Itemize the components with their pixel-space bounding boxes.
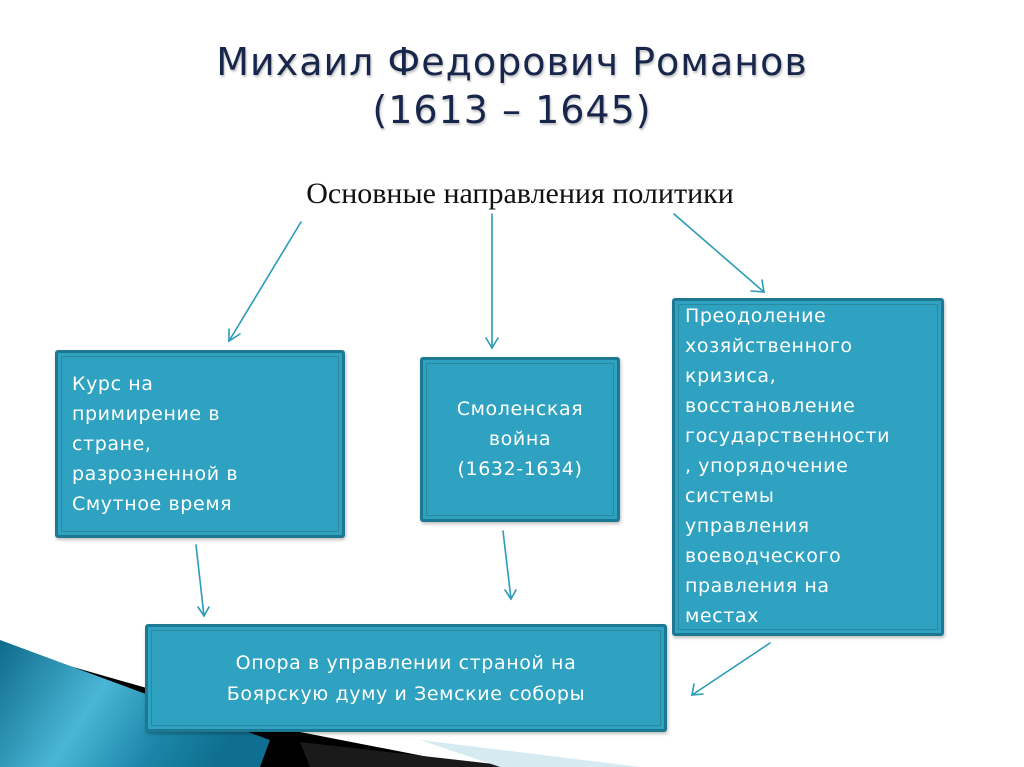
slide-title: Михаил Федорович Романов (1613 – 1645)	[0, 38, 1024, 134]
box-text-line: государственности	[685, 425, 891, 447]
box-text-line: Смутное время	[72, 493, 233, 515]
box-smolensk-war: Смоленская война (1632-1634)	[420, 357, 620, 522]
box-text-line: восстановление	[685, 395, 856, 417]
box-text-line: стране,	[72, 433, 152, 455]
diagram-root-heading: Основные направления политики	[306, 177, 734, 210]
box-text-line: Курс на	[72, 373, 154, 395]
title-years: (1613 – 1645)	[372, 88, 652, 132]
box-text-line: хозяйственного	[685, 335, 853, 357]
arrow-root-to-center-icon	[485, 213, 499, 350]
box-text-line: (1632-1634)	[457, 458, 583, 480]
arrow-left-to-bottom-icon	[195, 544, 210, 618]
box-text-line: правления на	[685, 575, 830, 597]
box-text-line: управления	[685, 515, 810, 537]
title-name: Михаил Федорович Романов	[216, 40, 808, 84]
box-text-line: кризиса,	[685, 365, 777, 387]
arrow-center-to-bottom-icon	[502, 530, 517, 601]
arrow-root-to-right-icon	[673, 213, 765, 293]
box-text-line: примирение в	[72, 403, 221, 425]
box-economic-recovery: Преодоление хозяйственного кризиса, восс…	[672, 298, 944, 636]
box-text-line: Боярскую думу и Земские соборы	[226, 683, 586, 705]
arrow-root-to-left-icon	[228, 221, 302, 343]
box-text-line: Смоленская	[456, 398, 584, 420]
box-text-line: воеводческого	[685, 545, 842, 567]
box-text-line: Преодоление	[685, 305, 827, 327]
box-text-line: разрозненной в	[72, 463, 239, 485]
box-text-line: Опора в управлении страной на	[235, 652, 577, 674]
box-text-line: системы	[685, 485, 775, 507]
box-boyar-duma-support: Опора в управлении страной на Боярскую д…	[145, 624, 667, 732]
box-text-line: война	[488, 428, 552, 450]
arrow-right-to-bottom-icon	[691, 642, 771, 696]
box-text-line: местах	[685, 605, 760, 627]
box-reconciliation: Курс на примирение в стране, разрозненно…	[55, 350, 345, 538]
box-text-line: , упорядочение	[685, 455, 849, 477]
